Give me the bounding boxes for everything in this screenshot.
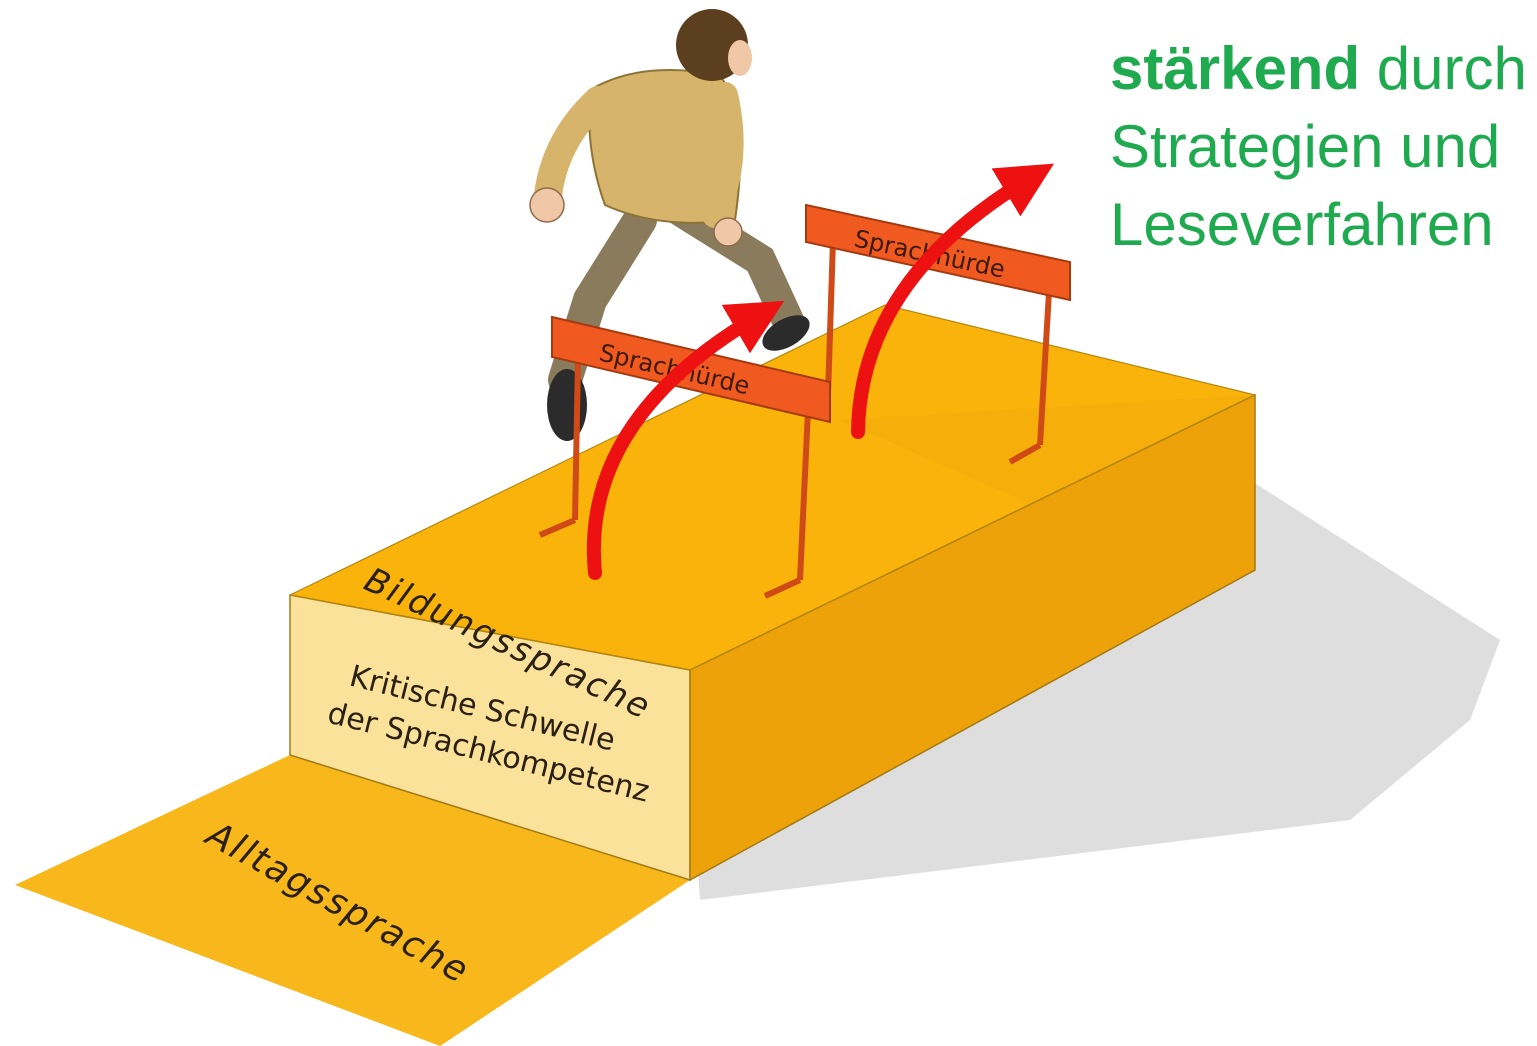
caption-bold-word: stärkend	[1110, 35, 1360, 102]
caption-text: stärkend durch Strategien und Leseverfah…	[1110, 30, 1535, 264]
caption-line-1: stärkend durch	[1110, 30, 1535, 108]
caption-line-2: Strategien und	[1110, 108, 1535, 186]
caption-line-3: Leseverfahren	[1110, 186, 1535, 264]
caption-line1-rest: durch	[1377, 35, 1527, 102]
